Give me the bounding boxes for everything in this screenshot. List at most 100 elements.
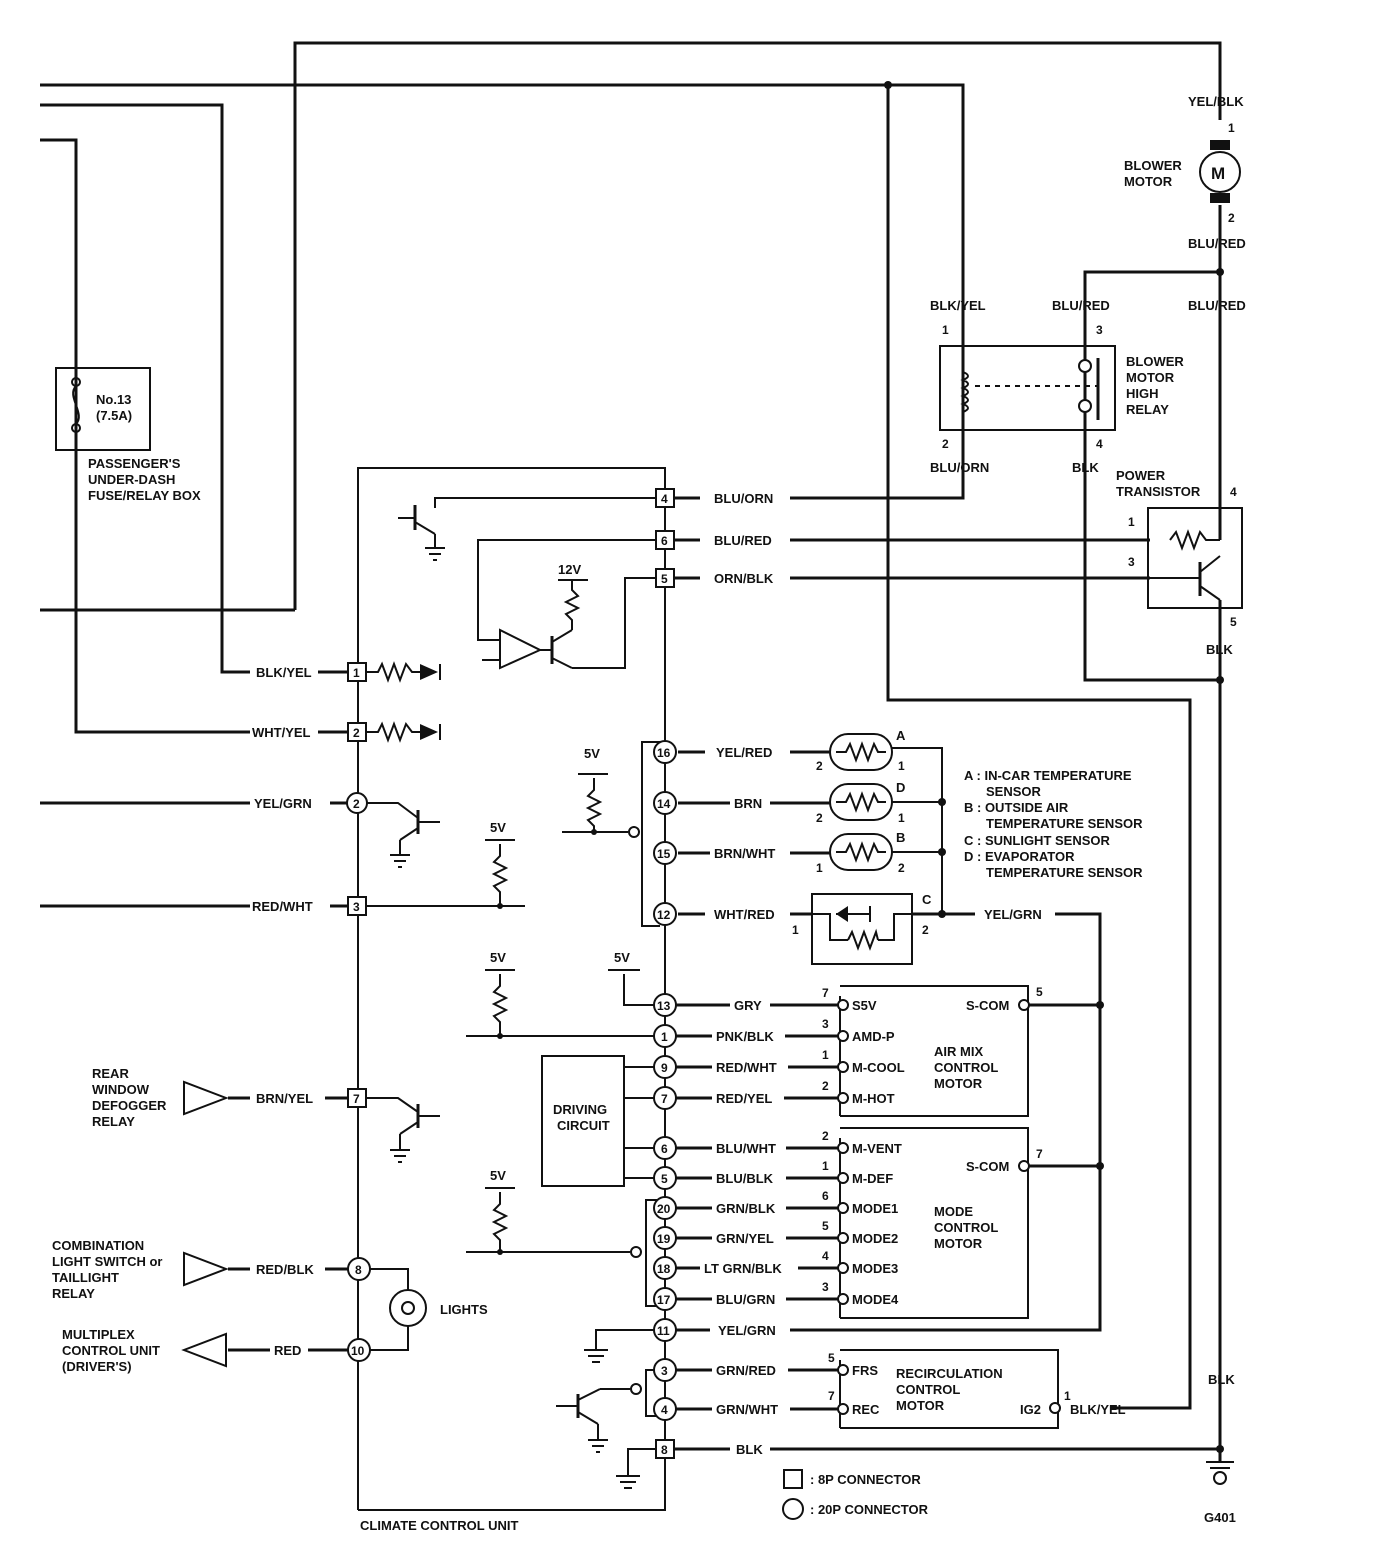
recirc-term: REC bbox=[852, 1402, 880, 1417]
blower-pin-2: 2 bbox=[1228, 211, 1235, 225]
ground-wire-label: BLK bbox=[1208, 1372, 1235, 1387]
am-name-3: MOTOR bbox=[934, 1076, 983, 1091]
fuse-number: No.13 bbox=[96, 392, 131, 407]
mode-term: MODE3 bbox=[852, 1261, 898, 1276]
am-term: M-HOT bbox=[852, 1091, 895, 1106]
legend-20p: : 20P CONNECTOR bbox=[810, 1502, 929, 1517]
am-term: M-COOL bbox=[852, 1060, 905, 1075]
am-pin: 1 bbox=[822, 1048, 829, 1062]
wire-label: RED/WHT bbox=[252, 899, 313, 914]
mode-pin: 6 bbox=[822, 1189, 829, 1203]
blower-wire-top: YEL/BLK bbox=[1188, 94, 1244, 109]
sensor-c-wire: YEL/GRN bbox=[984, 907, 1042, 922]
wire-label: BLU/WHT bbox=[716, 1141, 776, 1156]
pin-2-round: 2 bbox=[353, 797, 360, 811]
relay-name-1: BLOWER bbox=[1126, 354, 1184, 369]
mode-scom-pin: 7 bbox=[1036, 1147, 1043, 1161]
relay-pin-4: 4 bbox=[1096, 437, 1103, 451]
voltage-5v-d: 5V bbox=[490, 950, 506, 965]
am-term: AMD-P bbox=[852, 1029, 895, 1044]
pin-19: 19 bbox=[657, 1232, 671, 1246]
wire-label: GRN/RED bbox=[716, 1363, 776, 1378]
relay-name-3: HIGH bbox=[1126, 386, 1159, 401]
relay-wire-2: BLU/ORN bbox=[930, 460, 989, 475]
pin-7-left: 7 bbox=[353, 1092, 360, 1106]
defogger-2: WINDOW bbox=[92, 1082, 150, 1097]
voltage-5v-a: 5V bbox=[490, 820, 506, 835]
pin-7: 7 bbox=[661, 1092, 668, 1106]
connector-legend: : 8P CONNECTOR : 20P CONNECTOR bbox=[782, 1469, 929, 1520]
driving-circuit-2: CIRCUIT bbox=[557, 1118, 610, 1133]
wire-label: BLK bbox=[736, 1442, 763, 1457]
wire-label: YEL/GRN bbox=[254, 796, 312, 811]
sensor-c-pin-right: 2 bbox=[922, 923, 929, 937]
combo-2: LIGHT SWITCH or bbox=[52, 1254, 163, 1269]
blower-pin-1: 1 bbox=[1228, 121, 1235, 135]
sensor-legend-3: B : OUTSIDE AIR bbox=[964, 800, 1069, 815]
relay-name-4: RELAY bbox=[1126, 402, 1169, 417]
am-term: S5V bbox=[852, 998, 877, 1013]
blower-name-2: MOTOR bbox=[1124, 174, 1173, 189]
blower-wire-bottom: BLU/RED bbox=[1188, 236, 1246, 251]
pin-6: 6 bbox=[661, 534, 668, 548]
recirc-name-1: RECIRCULATION bbox=[896, 1366, 1003, 1381]
mode-term: MODE4 bbox=[852, 1292, 899, 1307]
mode-pin: 1 bbox=[822, 1159, 829, 1173]
relay-name-2: MOTOR bbox=[1126, 370, 1175, 385]
am-name-2: CONTROL bbox=[934, 1060, 998, 1075]
defogger-1: REAR bbox=[92, 1066, 129, 1081]
blower-high-relay: BLK/YEL BLU/RED BLU/RED 1 3 2 4 BLU/ORN … bbox=[930, 298, 1246, 475]
pt-name-2: TRANSISTOR bbox=[1116, 484, 1201, 499]
fuse-box-name-1: PASSENGER'S bbox=[88, 456, 181, 471]
am-pin: 3 bbox=[822, 1017, 829, 1031]
pin-18: 18 bbox=[657, 1262, 671, 1276]
am-pin: 7 bbox=[822, 986, 829, 1000]
pin-3-left: 3 bbox=[353, 900, 360, 914]
relay-wire-4: BLK bbox=[1072, 460, 1099, 475]
pt-pin-3: 3 bbox=[1128, 555, 1135, 569]
wire-label: GRN/BLK bbox=[716, 1201, 776, 1216]
pin-9: 9 bbox=[661, 1061, 668, 1075]
sensor-d-letter: D bbox=[896, 780, 905, 795]
pin-8-round: 8 bbox=[355, 1263, 362, 1277]
wire-label: RED/YEL bbox=[716, 1091, 772, 1106]
sensor-legend-6: D : EVAPORATOR bbox=[964, 849, 1075, 864]
sensor-b-pin-left: 1 bbox=[816, 861, 823, 875]
ccu-label: CLIMATE CONTROL UNIT bbox=[360, 1518, 518, 1533]
wire-label: BLU/RED bbox=[714, 533, 772, 548]
sensor-c-pin-left: 1 bbox=[792, 923, 799, 937]
wire-label: BLU/ORN bbox=[714, 491, 773, 506]
pt-pin-4: 4 bbox=[1230, 485, 1237, 499]
combo-1: COMBINATION bbox=[52, 1238, 144, 1253]
ground-name: G401 bbox=[1204, 1510, 1236, 1525]
relay-pin-1: 1 bbox=[942, 323, 949, 337]
recirc-ig2: IG2 bbox=[1020, 1402, 1041, 1417]
wire-label: BLK/YEL bbox=[256, 665, 312, 680]
fuse-box-name-2: UNDER-DASH bbox=[88, 472, 175, 487]
fuse-rating: (7.5A) bbox=[96, 408, 132, 423]
am-scom-pin: 5 bbox=[1036, 985, 1043, 999]
sensor-c-letter: C bbox=[922, 892, 932, 907]
sensor-legend-5: C : SUNLIGHT SENSOR bbox=[964, 833, 1111, 848]
recirculation-control-motor: 5 7 FRS REC IG2 1 BLK/YEL RECIRCULATION … bbox=[828, 1349, 1126, 1429]
blower-motor: YEL/BLK 1 M BLOWER MOTOR 2 BLU/RED bbox=[1124, 94, 1246, 251]
pin-14: 14 bbox=[657, 797, 671, 811]
combo-4: RELAY bbox=[52, 1286, 95, 1301]
sensor-legend-1: A : IN-CAR TEMPERATURE bbox=[964, 768, 1132, 783]
voltage-12v: 12V bbox=[558, 562, 581, 577]
wire-label: GRN/WHT bbox=[716, 1402, 778, 1417]
am-name-1: AIR MIX bbox=[934, 1044, 983, 1059]
wire-label: BRN bbox=[734, 796, 762, 811]
pt-name-1: POWER bbox=[1116, 468, 1166, 483]
pin-10: 10 bbox=[351, 1344, 365, 1358]
mode-name-1: MODE bbox=[934, 1204, 973, 1219]
multiplex-3: (DRIVER'S) bbox=[62, 1359, 132, 1374]
recirc-name-3: MOTOR bbox=[896, 1398, 945, 1413]
multiplex-2: CONTROL UNIT bbox=[62, 1343, 160, 1358]
mode-term: M-VENT bbox=[852, 1141, 902, 1156]
wire-label: BLU/BLK bbox=[716, 1171, 774, 1186]
connector-pins: 4 6 5 1 2 2 3 16 14 15 12 13 1 9 7 6 5 2… bbox=[346, 488, 677, 1459]
wire-label: BLU/GRN bbox=[716, 1292, 775, 1307]
wire-label: WHT/YEL bbox=[252, 725, 311, 740]
defogger-4: RELAY bbox=[92, 1114, 135, 1129]
